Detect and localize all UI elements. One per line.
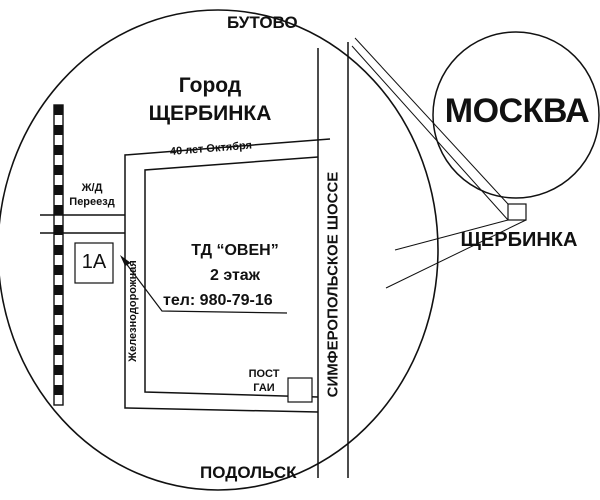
moskva-inset-circle (432, 31, 600, 199)
rail-tie (54, 325, 63, 335)
rail-tie (54, 105, 63, 115)
zoom-connector-lines (351, 37, 527, 289)
label-city-line1: Город (178, 74, 242, 97)
store-pointer-arrow (120, 255, 288, 314)
railway (53, 104, 64, 406)
rail-tie (54, 165, 63, 175)
label-simferopolskoe-highway: СИМФЕРОПОЛЬСКОЕ ШОССЕ (324, 171, 342, 398)
rail-tie (54, 385, 63, 395)
shcherbinka-location-marker (507, 203, 527, 221)
building-1a-box (74, 242, 114, 284)
label-post-line2: ГАИ (253, 382, 275, 394)
simferopolskoe-highway (317, 42, 349, 478)
rail-tie (54, 245, 63, 255)
rail-tie (54, 225, 63, 235)
rail-tie (54, 285, 63, 295)
label-store-name: ТД “ОВЕН” (191, 242, 279, 259)
label-city-line2: ЩЕРБИНКА (148, 102, 272, 125)
rail-tie (54, 145, 63, 155)
label-moskva: МОСКВА (444, 92, 590, 130)
label-store-phone: тел: 980-79-16 (163, 292, 273, 309)
label-butovo: БУТОВО (227, 13, 298, 32)
label-rail-crossing-line1: Ж/Д (81, 182, 103, 194)
rail-tie (54, 345, 63, 355)
traffic-post-box (287, 377, 313, 403)
label-podolsk: ПОДОЛЬСК (200, 463, 297, 482)
label-building-1a: 1А (81, 251, 107, 273)
rail-tie (54, 185, 63, 195)
rail-tie (54, 265, 63, 275)
map-area-circle (0, 9, 439, 491)
label-shcherbinka-inset: ЩЕРБИНКА (460, 229, 578, 251)
label-street-zheleznodorozhnaya: Железнодорожная (127, 260, 139, 362)
rail-crossing-road (40, 214, 125, 234)
rail-tie (54, 305, 63, 315)
label-rail-crossing-line2: Переезд (69, 196, 115, 208)
label-store-floor: 2 этаж (209, 267, 261, 284)
rail-tie (54, 205, 63, 215)
label-post-line1: ПОСТ (248, 368, 280, 380)
rail-tie (54, 365, 63, 375)
rail-tie (54, 125, 63, 135)
street-network (124, 138, 331, 413)
